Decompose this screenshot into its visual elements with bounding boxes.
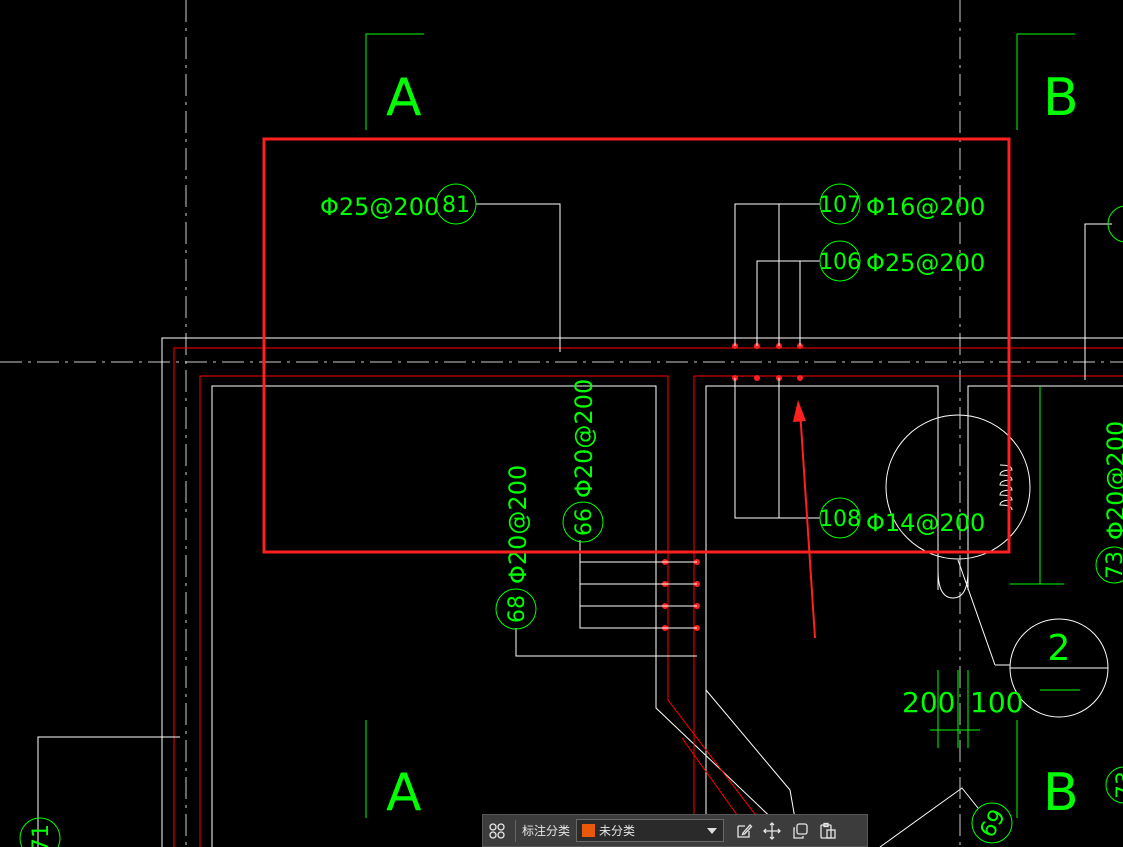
callout-number-66: 66 — [572, 508, 597, 536]
dimension-lines — [930, 386, 1064, 748]
annotation-arrow-head — [793, 400, 806, 422]
section-label: 2 — [1048, 628, 1071, 669]
callout-number-71: 71 — [29, 824, 54, 847]
spec-text-108: Φ14@200 — [866, 509, 985, 537]
dimension-200: 200 — [902, 686, 955, 719]
toolbar-separator — [515, 819, 516, 842]
category-dropdown[interactable]: 未分类 — [576, 819, 725, 842]
callout-number-73-lower: 73 — [1113, 771, 1123, 799]
move-icon[interactable] — [758, 817, 786, 845]
dimension-texts: 200 100 — [902, 686, 1023, 719]
callout-number-73-upper: 73 — [1103, 551, 1123, 579]
category-selected-value: 未分类 — [599, 824, 636, 838]
callout-number-107: 107 — [819, 193, 861, 218]
wall-outlines — [161, 337, 1123, 847]
highlight-rectangle — [262, 137, 1011, 554]
copy-icon[interactable] — [786, 817, 814, 845]
spec-text-81: Φ25@200 — [320, 193, 439, 221]
annotation-arrow-shaft — [799, 409, 816, 639]
dimension-100: 100 — [970, 686, 1023, 719]
annotation-toolbar: 标注分类 未分类 — [482, 814, 868, 847]
rebar-spec-texts: Φ25@200 Φ16@200 Φ25@200 Φ14@200 Φ20@200 … — [320, 193, 1123, 584]
spec-text-73-upper: Φ20@200 — [1102, 421, 1123, 540]
callout-number-81: 81 — [442, 193, 470, 218]
spec-text-66: Φ20@200 — [570, 379, 598, 498]
spec-text-107: Φ16@200 — [866, 193, 985, 221]
callout-number-108: 108 — [819, 507, 861, 532]
grid-labels: A B A B — [386, 68, 1079, 823]
spec-text-68: Φ20@200 — [504, 465, 532, 584]
callout-circles — [19, 183, 1123, 847]
grid-label-frames — [365, 33, 1075, 818]
grid-icon[interactable] — [483, 817, 511, 845]
grid-label-b-bottom: B — [1043, 763, 1079, 823]
callout-number-106: 106 — [819, 250, 861, 275]
paste-icon[interactable] — [814, 817, 842, 845]
edit-icon[interactable] — [730, 817, 758, 845]
chevron-down-icon — [707, 827, 718, 834]
leader-lines — [37, 203, 1112, 847]
callout-number-68: 68 — [505, 595, 530, 623]
spec-text-106: Φ25@200 — [866, 249, 985, 277]
category-label: 标注分类 — [522, 824, 571, 838]
grid-label-a-bottom: A — [386, 763, 422, 823]
grid-label-b-top: B — [1043, 68, 1079, 128]
grid-label-a-top: A — [386, 68, 422, 128]
category-color-swatch — [582, 824, 596, 837]
